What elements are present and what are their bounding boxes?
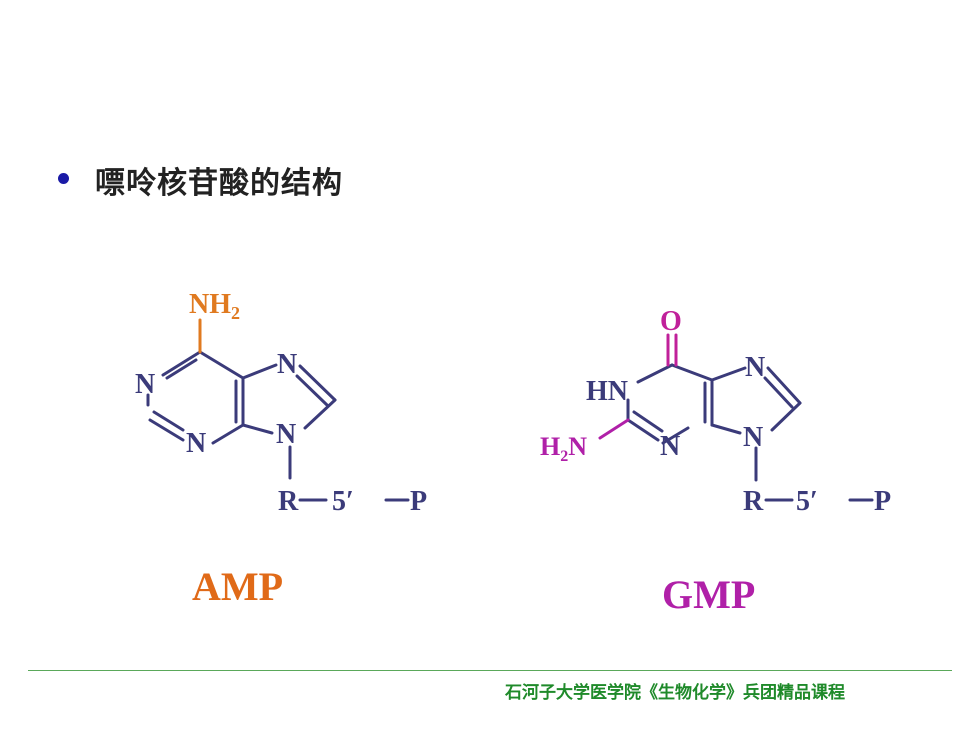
amp-p-label: P (410, 486, 427, 517)
footer-course-title: 石河子大学医学院《生物化学》兵团精品课程 (505, 683, 845, 703)
gmp-n7-label: N (745, 352, 765, 383)
gmp-o-label: O (660, 306, 682, 337)
footer-divider (28, 670, 952, 671)
bullet-icon (58, 173, 69, 184)
amp-structure (146, 350, 410, 502)
amp-n3-label: N (186, 428, 206, 459)
gmp-structure (626, 363, 874, 502)
gmp-c2-n3-bond (626, 418, 660, 442)
amp-r-label: R (278, 486, 299, 517)
amp-n7-label: N (277, 349, 297, 380)
amp-n9-label: N (276, 419, 296, 450)
amp-5prime-label: 5′ (332, 486, 354, 517)
gmp-label: GMP (662, 572, 755, 617)
amp-label: AMP (192, 564, 283, 609)
gmp-c2-n3-double (632, 410, 664, 433)
gmp-h2n-label: H2N (540, 432, 587, 465)
gmp-hn-label: HN (586, 376, 628, 407)
gmp-p-label: P (874, 486, 891, 517)
gmp-5prime-label: 5′ (796, 486, 818, 517)
amp-n1-label: N (135, 369, 155, 400)
gmp-n3-label: N (660, 431, 680, 462)
gmp-amino-bond (598, 418, 630, 440)
gmp-r-label: R (743, 486, 764, 517)
gmp-n9-label: N (743, 422, 763, 453)
slide-heading: 嘌呤核苷酸的结构 (95, 166, 343, 201)
amp-nh2-label: NH2 (189, 289, 240, 323)
